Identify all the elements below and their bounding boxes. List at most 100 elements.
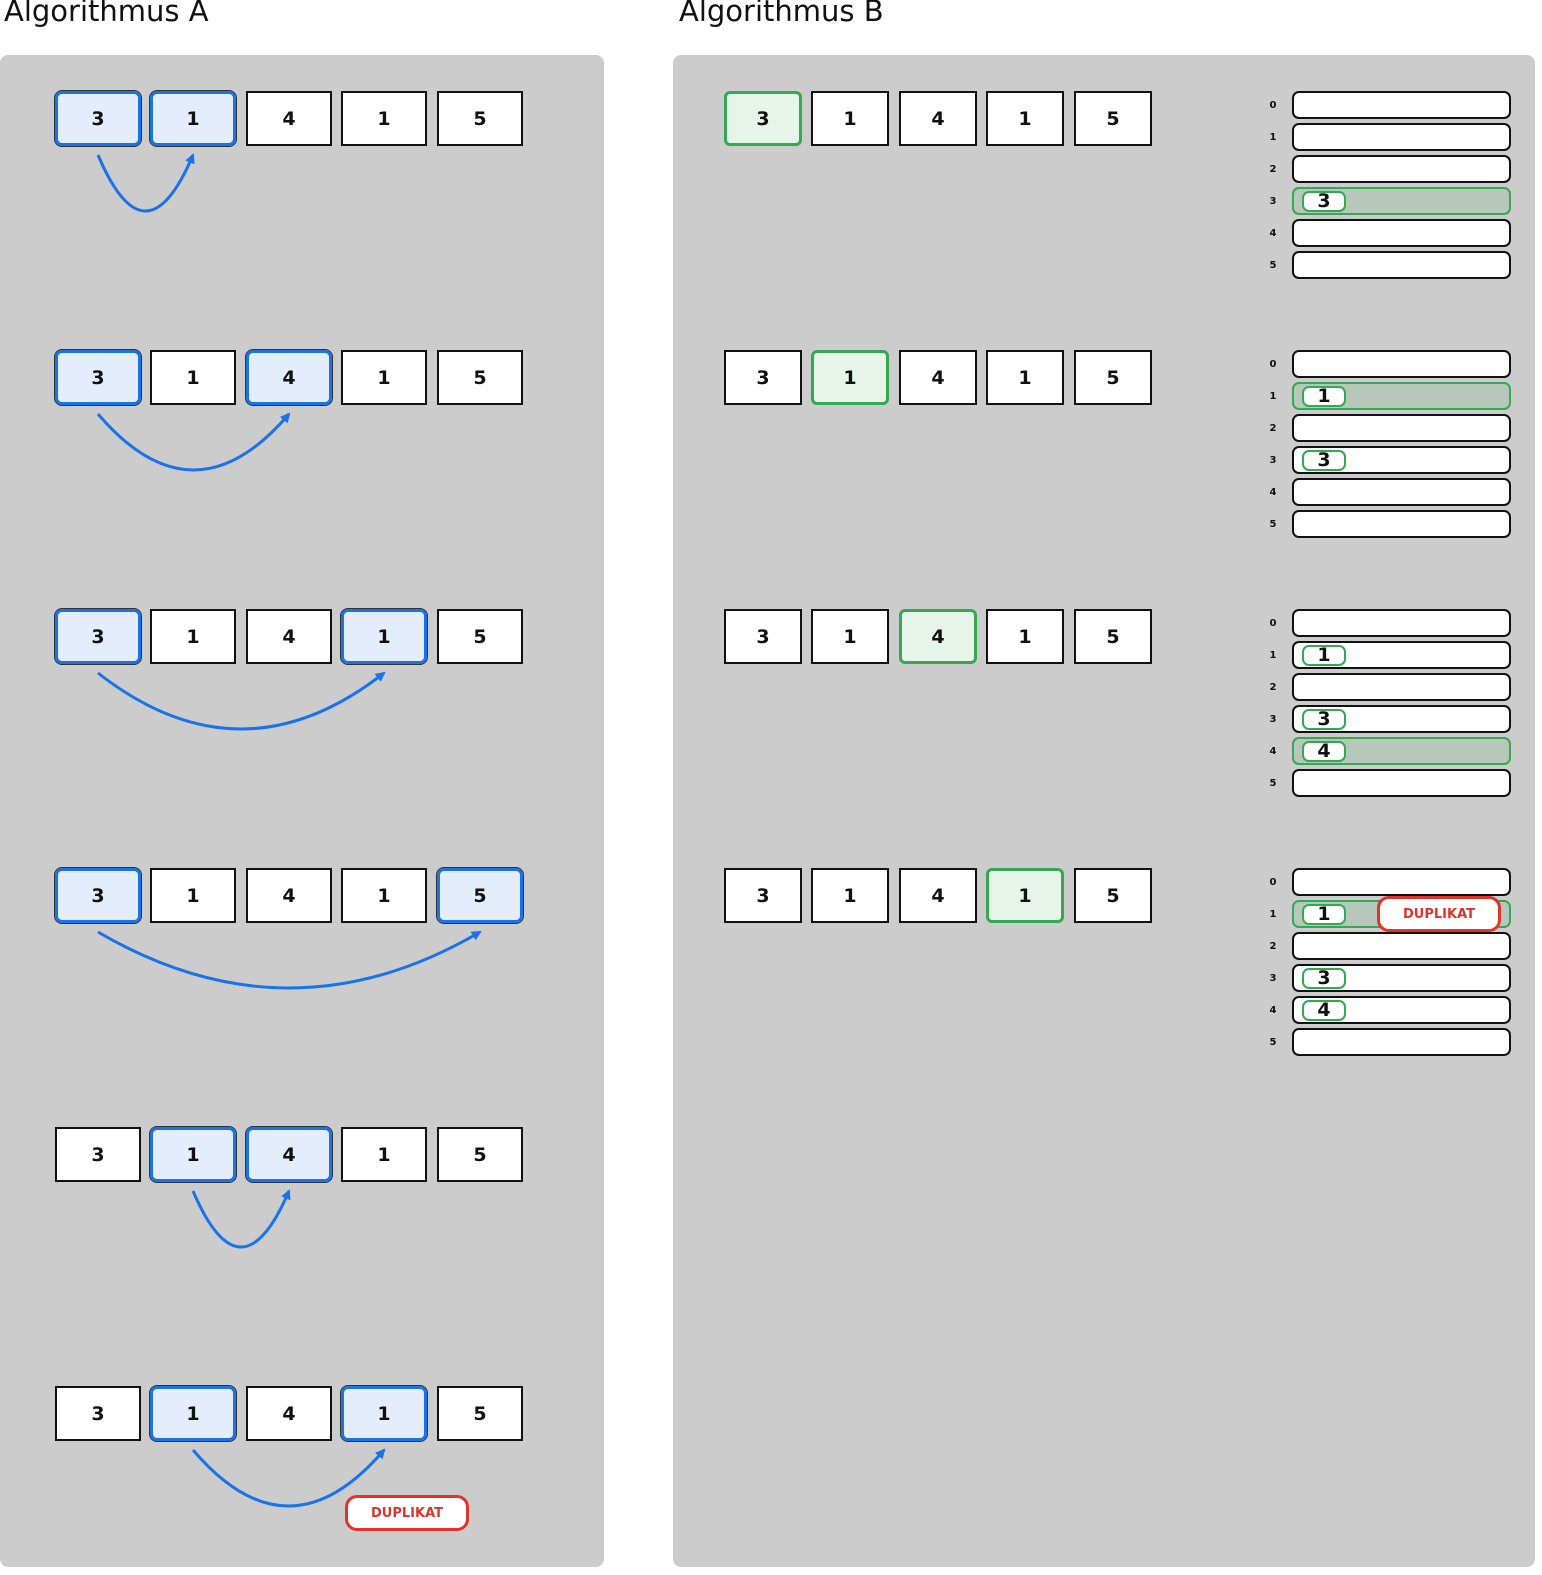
algorithm-b-title: Algorithmus B	[679, 0, 884, 28]
slot-index: 1	[1269, 132, 1277, 143]
hash-slot	[1292, 769, 1511, 797]
array-cell: 5	[436, 867, 524, 924]
hash-slot	[1292, 478, 1511, 506]
hash-slot: 4	[1292, 737, 1511, 765]
array-cell: 4	[246, 868, 332, 923]
hash-slot	[1292, 868, 1511, 896]
array-cell: 4	[899, 91, 977, 146]
hash-slot	[1292, 932, 1511, 960]
array-cell: 1	[149, 1385, 237, 1442]
array-cell: 4	[899, 350, 977, 405]
array-cell: 5	[1074, 91, 1152, 146]
slot-entry: 3	[1302, 968, 1346, 989]
array-cell: 3	[724, 91, 802, 146]
array-cell: 1	[986, 868, 1064, 923]
slot-index: 4	[1269, 228, 1277, 239]
slot-index: 0	[1269, 618, 1277, 629]
array-cell: 1	[811, 350, 889, 405]
array-cell: 1	[341, 350, 427, 405]
hash-slot	[1292, 155, 1511, 183]
slot-index: 5	[1269, 260, 1277, 271]
slot-entry: 4	[1302, 741, 1346, 762]
algorithm-a-panel	[0, 55, 604, 1567]
slot-index: 3	[1269, 714, 1277, 725]
slot-entry: 1	[1302, 386, 1346, 407]
slot-index: 3	[1269, 196, 1277, 207]
array-cell: 5	[437, 1127, 523, 1182]
hash-slot	[1292, 673, 1511, 701]
slot-index: 5	[1269, 519, 1277, 530]
slot-entry: 4	[1302, 1000, 1346, 1021]
hash-slot	[1292, 510, 1511, 538]
array-cell: 1	[150, 868, 236, 923]
hash-slot	[1292, 414, 1511, 442]
slot-index: 4	[1269, 746, 1277, 757]
hash-slot: 3	[1292, 964, 1511, 992]
array-cell: 1	[986, 609, 1064, 664]
array-cell: 5	[437, 350, 523, 405]
array-cell: 1	[149, 90, 237, 147]
slot-entry: 3	[1302, 709, 1346, 730]
duplicate-badge: DUPLIKAT	[345, 1495, 469, 1531]
array-cell: 5	[1074, 350, 1152, 405]
hash-slot: 3	[1292, 446, 1511, 474]
array-cell: 1	[340, 1385, 428, 1442]
hash-slot: 4	[1292, 996, 1511, 1024]
array-cell: 1	[341, 91, 427, 146]
array-cell: 5	[1074, 609, 1152, 664]
array-cell: 3	[54, 608, 142, 665]
array-cell: 4	[899, 609, 977, 664]
slot-index: 0	[1269, 359, 1277, 370]
slot-index: 4	[1269, 487, 1277, 498]
array-cell: 3	[55, 1386, 141, 1441]
slot-index: 2	[1269, 682, 1277, 693]
slot-index: 2	[1269, 164, 1277, 175]
array-cell: 3	[54, 90, 142, 147]
hash-slot: 1	[1292, 382, 1511, 410]
array-cell: 1	[811, 868, 889, 923]
duplicate-badge: DUPLIKAT	[1377, 896, 1501, 932]
array-cell: 1	[340, 608, 428, 665]
array-cell: 5	[437, 1386, 523, 1441]
array-cell: 4	[246, 1386, 332, 1441]
array-cell: 5	[437, 609, 523, 664]
algorithm-a-title: Algorithmus A	[4, 0, 209, 28]
slot-index: 1	[1269, 909, 1277, 920]
array-cell: 1	[149, 1126, 237, 1183]
array-cell: 1	[341, 1127, 427, 1182]
slot-entry: 3	[1302, 450, 1346, 471]
slot-index: 0	[1269, 877, 1277, 888]
array-cell: 4	[245, 1126, 333, 1183]
slot-index: 2	[1269, 423, 1277, 434]
slot-index: 3	[1269, 455, 1277, 466]
array-cell: 3	[55, 1127, 141, 1182]
array-cell: 5	[437, 91, 523, 146]
array-cell: 3	[54, 867, 142, 924]
array-cell: 4	[246, 609, 332, 664]
array-cell: 1	[150, 609, 236, 664]
array-cell: 3	[54, 349, 142, 406]
array-cell: 4	[245, 349, 333, 406]
array-cell: 1	[811, 91, 889, 146]
array-cell: 5	[1074, 868, 1152, 923]
array-cell: 1	[341, 868, 427, 923]
hash-slot	[1292, 1028, 1511, 1056]
slot-index: 4	[1269, 1005, 1277, 1016]
array-cell: 3	[724, 609, 802, 664]
hash-slot	[1292, 219, 1511, 247]
slot-index: 1	[1269, 391, 1277, 402]
slot-index: 1	[1269, 650, 1277, 661]
hash-slot: 3	[1292, 187, 1511, 215]
slot-index: 5	[1269, 1037, 1277, 1048]
hash-slot: 3	[1292, 705, 1511, 733]
slot-index: 5	[1269, 778, 1277, 789]
hash-slot	[1292, 91, 1511, 119]
slot-index: 2	[1269, 941, 1277, 952]
hash-slot	[1292, 350, 1511, 378]
hash-slot: 1	[1292, 641, 1511, 669]
slot-entry: 1	[1302, 904, 1346, 925]
array-cell: 4	[246, 91, 332, 146]
hash-slot	[1292, 123, 1511, 151]
array-cell: 1	[986, 91, 1064, 146]
slot-entry: 1	[1302, 645, 1346, 666]
